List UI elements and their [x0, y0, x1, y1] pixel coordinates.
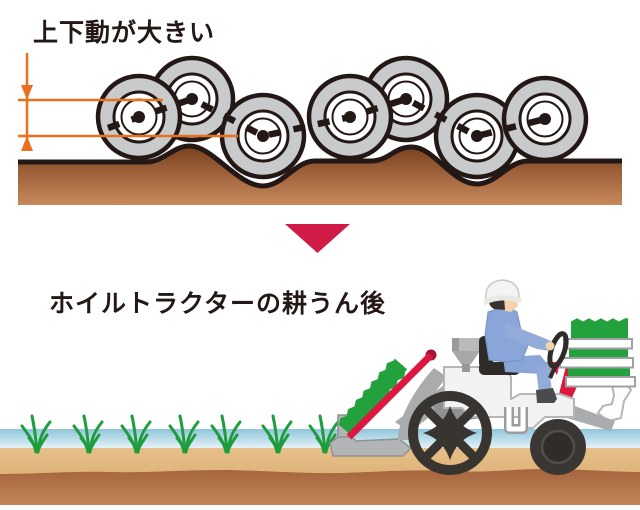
frame-bracket: [504, 407, 528, 434]
bottom-caption: ホイルトラクターの耕うん後: [49, 290, 387, 318]
arrowhead-down-icon: [21, 85, 33, 100]
operator-boot: [536, 388, 557, 403]
seedling-mat: [571, 318, 628, 342]
bottom-diagram: [0, 279, 640, 505]
tray-shelf: [559, 357, 634, 369]
seedling-trays: [559, 318, 636, 388]
tilled-ground: [18, 146, 622, 205]
operator-shin: [536, 366, 552, 394]
down-arrow-icon: [285, 224, 350, 253]
seedling-rail: [346, 352, 434, 440]
tray-shelf: [565, 376, 636, 388]
axle-center-dashed-line: [106, 95, 546, 140]
soil-layer: [0, 469, 640, 505]
ground-surface-line: [18, 143, 622, 189]
operator-arm: [504, 323, 553, 351]
marker-arm: [597, 381, 632, 422]
vertical-movement-indicator: [18, 53, 238, 151]
front-wheel: [408, 391, 492, 475]
rear-wheel: [530, 419, 586, 475]
arrowhead-up-icon: [21, 136, 33, 151]
transplanter: [329, 279, 636, 475]
tray-shelf: [563, 338, 633, 350]
top-caption: 上下動が大きい: [33, 19, 216, 47]
helmet-brim: [484, 295, 521, 305]
operator-hand: [545, 341, 555, 351]
hopper: [452, 338, 480, 372]
operator: [484, 279, 557, 403]
press-wheel: [504, 78, 586, 160]
ramp-seedling-mat: [338, 358, 408, 436]
top-diagram: [18, 53, 622, 205]
